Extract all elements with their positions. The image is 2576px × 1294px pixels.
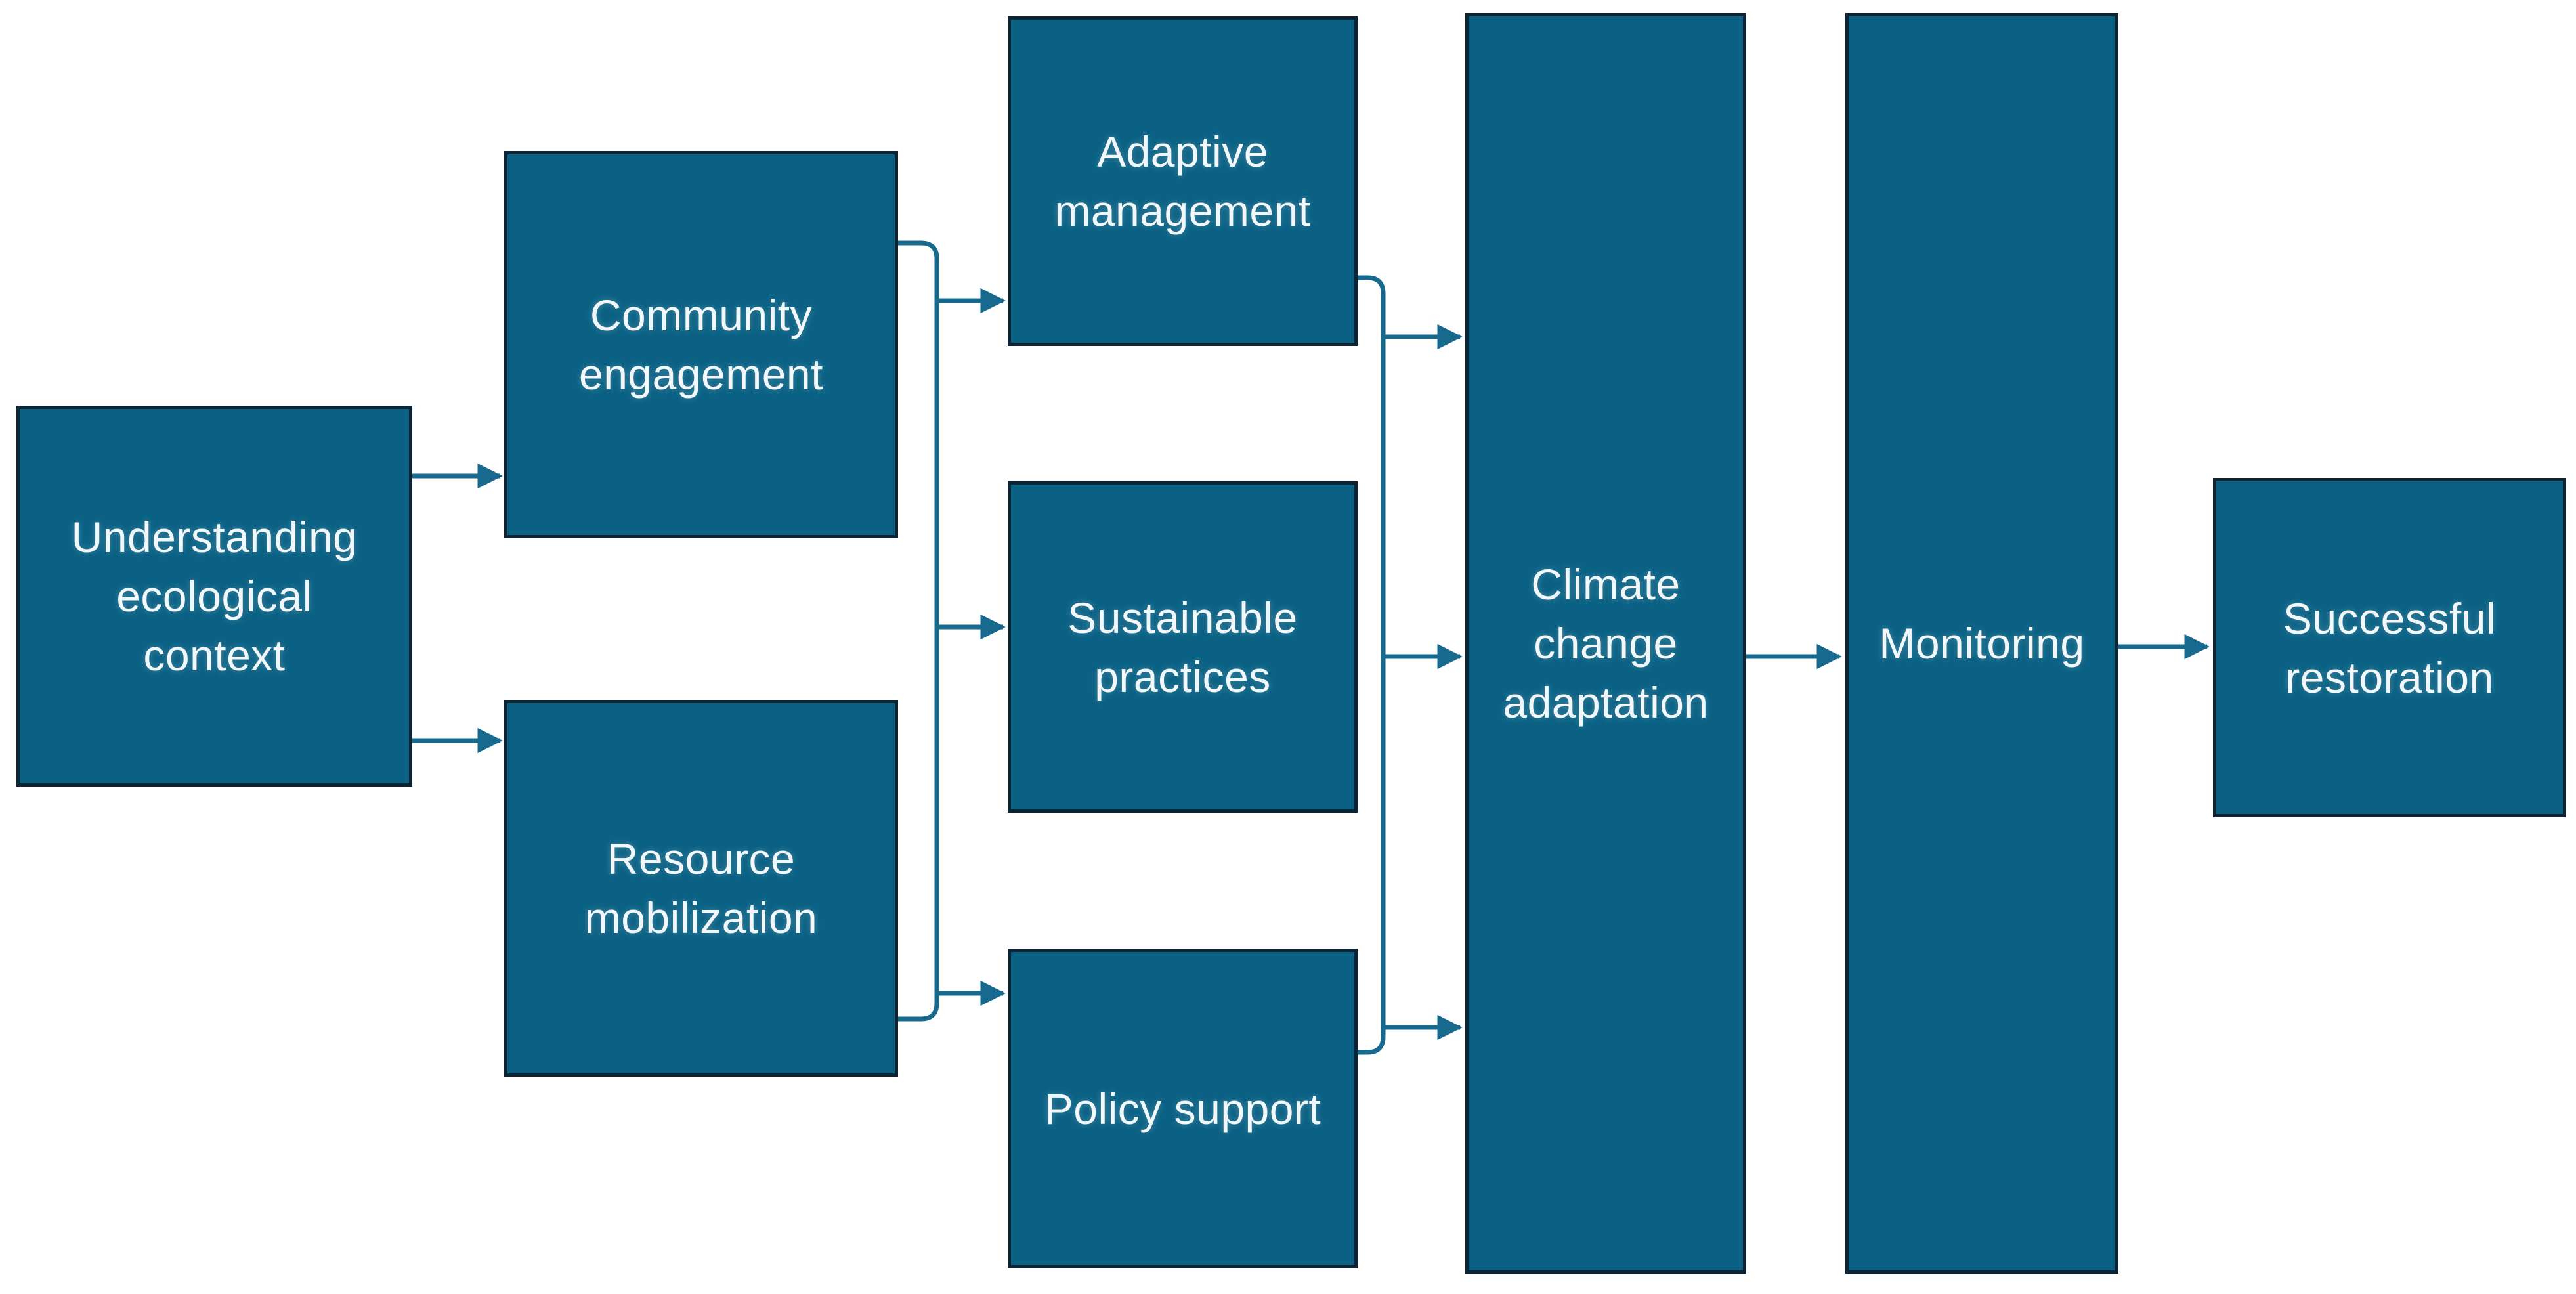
node-successful-restoration: Successful restoration (2213, 478, 2566, 817)
connector-right-bus-adaptive-to-policy (1358, 275, 1386, 1055)
node-climate-change-adaptation: Climate change adaptation (1465, 13, 1746, 1274)
node-label-monitoring: Monitoring (1879, 619, 2085, 668)
node-label-adaptive-management: Adaptive management (1054, 127, 1311, 235)
node-label-community-engagement: Community engagement (579, 291, 823, 399)
node-label-successful-restoration: Successful restoration (2283, 593, 2497, 702)
node-adaptive-management: Adaptive management (1008, 16, 1358, 346)
node-monitoring: Monitoring (1845, 13, 2118, 1274)
node-label-climate-change-adaptation: Climate change adaptation (1503, 560, 1709, 727)
node-sustainable-practices: Sustainable practices (1008, 481, 1358, 813)
connector-left-bus-community-to-resource (898, 240, 939, 1022)
node-resource-mobilization: Resource mobilization (504, 700, 898, 1077)
node-label-resource-mobilization: Resource mobilization (584, 834, 818, 942)
node-policy-support: Policy support (1008, 949, 1358, 1268)
node-label-policy-support: Policy support (1044, 1084, 1321, 1133)
node-community-engagement: Community engagement (504, 151, 898, 538)
node-label-understanding-ecological-context: Understanding ecological context (71, 513, 358, 679)
node-understanding-ecological-context: Understanding ecological context (16, 406, 412, 787)
node-label-sustainable-practices: Sustainable practices (1067, 593, 1298, 701)
